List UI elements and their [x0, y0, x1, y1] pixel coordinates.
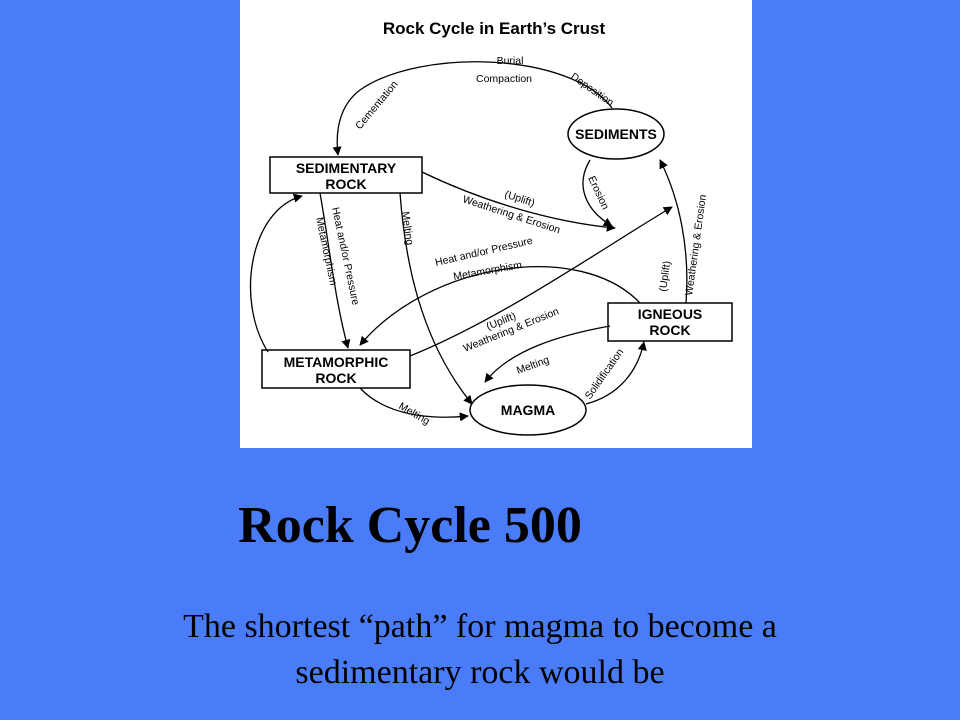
arrow-magma-to-igneous	[585, 341, 647, 405]
label-melting-3: Melting	[397, 400, 432, 427]
arrow-metamorphic-to-sedimentary-loop	[249, 193, 303, 353]
label-deposition: Deposition	[568, 71, 616, 109]
label-uplift-3: (Uplift)	[657, 260, 673, 292]
label-cementation: Cementation	[353, 78, 401, 131]
node-igneous-label-2: ROCK	[649, 322, 690, 338]
node-magma-label: MAGMA	[501, 402, 555, 418]
arrow-sediments-to-sedimentary	[332, 61, 613, 156]
node-sedimentary-label-1: SEDIMENTARY	[296, 160, 397, 176]
arrow-igneous-to-magma	[484, 325, 611, 383]
node-metamorphic-label-2: ROCK	[315, 370, 356, 386]
slide-title: Rock Cycle 500	[238, 497, 582, 554]
rock-cycle-diagram: Rock Cycle in Earth’s Crust SEDIMENTS SE…	[240, 0, 752, 448]
arrow-sedimentary-to-sediments	[421, 171, 616, 232]
question-line-2: sedimentary rock would be	[295, 654, 665, 691]
node-sediments: SEDIMENTS	[567, 108, 665, 160]
question-text: The shortest “path” for magma to become …	[60, 604, 900, 696]
arrow-sedimentary-to-magma	[399, 192, 473, 405]
node-metamorphic-label-1: METAMORPHIC	[284, 354, 389, 370]
label-burial: Burial	[497, 55, 524, 67]
node-sediments-label: SEDIMENTS	[575, 126, 657, 142]
question-line-1: The shortest “path” for magma to become …	[183, 608, 777, 645]
label-solidification: Solidification	[583, 346, 627, 401]
node-sedimentary-rock: SEDIMENTARY ROCK	[269, 156, 423, 194]
node-igneous-label-1: IGNEOUS	[638, 306, 703, 322]
diagram-heading: Rock Cycle in Earth’s Crust	[383, 19, 606, 38]
arrow-erosion	[582, 159, 613, 227]
arrow-igneous-to-sediments	[659, 159, 688, 304]
arrow-sedimentary-to-metamorphic	[319, 192, 351, 349]
label-erosion: Erosion	[585, 174, 611, 211]
label-compaction: Compaction	[476, 73, 532, 85]
node-igneous-rock: IGNEOUS ROCK	[607, 302, 733, 342]
node-magma: MAGMA	[469, 384, 587, 436]
arrow-metamorphic-to-magma	[359, 387, 469, 422]
node-metamorphic-rock: METAMORPHIC ROCK	[261, 349, 411, 389]
label-melting-1: Melting	[399, 211, 416, 246]
label-melting-2: Melting	[515, 354, 551, 377]
node-sedimentary-label-2: ROCK	[325, 176, 366, 192]
rock-cycle-svg: Rock Cycle in Earth’s Crust SEDIMENTS SE…	[249, 19, 733, 436]
arrow-metamorphic-to-sediments	[409, 206, 673, 357]
label-weathering-erosion-3: Weathering & Erosion	[683, 194, 709, 297]
arrow-igneous-to-metamorphic	[359, 266, 641, 346]
